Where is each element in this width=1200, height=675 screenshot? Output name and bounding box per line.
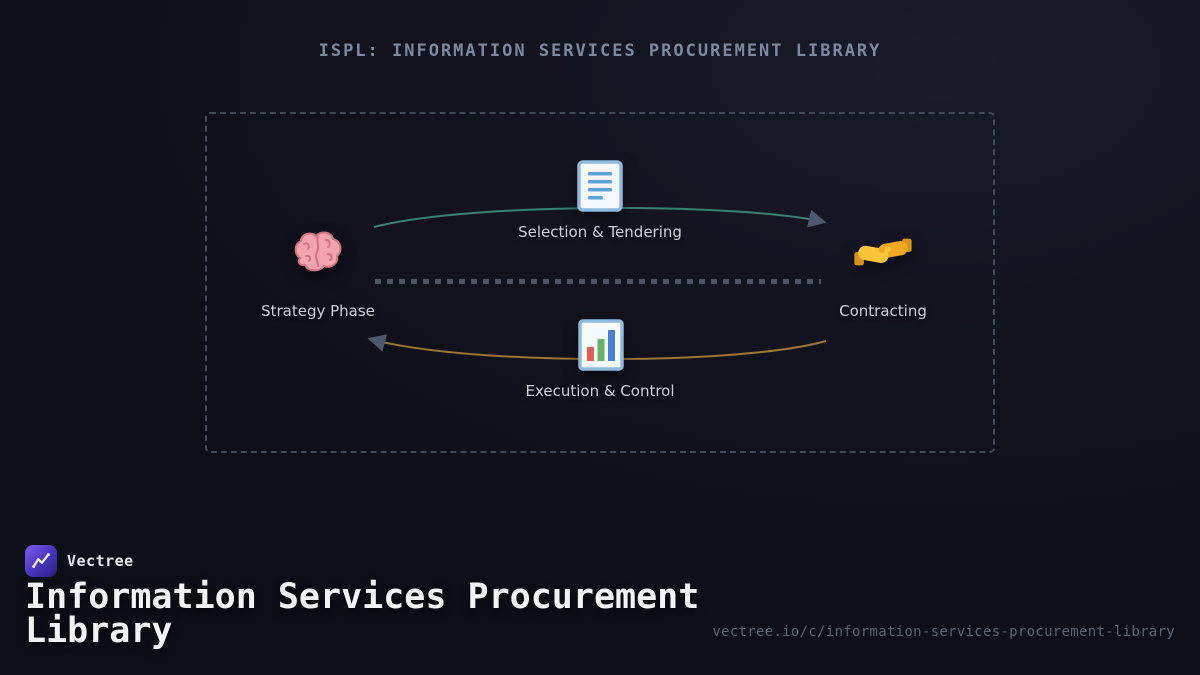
vectree-logo — [25, 545, 57, 577]
page-heading: Information Services Procurement Library — [25, 577, 700, 651]
node-label-contracting: Contracting — [839, 302, 927, 320]
brand-row: Vectree — [25, 545, 134, 577]
node-label-selection-tendering: Selection & Tendering — [518, 223, 682, 241]
node-label-strategy-phase: Strategy Phase — [261, 302, 375, 320]
page-title: ISPL: INFORMATION SERVICES PROCUREMENT L… — [318, 41, 882, 61]
brain-icon — [294, 231, 342, 272]
vectree-logo-glyph — [32, 553, 50, 568]
dashed-divider — [375, 279, 821, 284]
document-icon — [577, 160, 623, 212]
bar-chart-icon — [578, 319, 624, 371]
node-label-execution-control: Execution & Control — [525, 382, 675, 400]
brand-name: Vectree — [67, 552, 134, 570]
page-url: vectree.io/c/information-services-procur… — [712, 624, 1175, 640]
handshake-icon — [854, 238, 912, 266]
diagram-dashed-frame — [205, 112, 995, 453]
